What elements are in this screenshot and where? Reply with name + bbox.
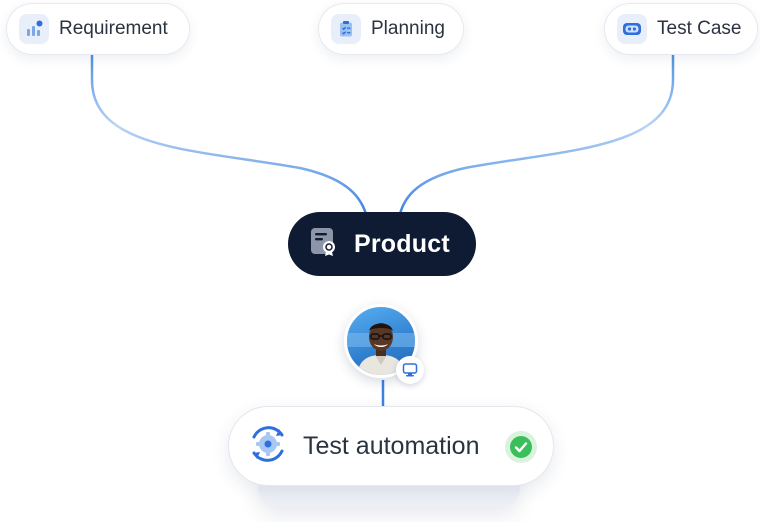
planning-label: Planning <box>371 18 445 39</box>
requirement-label: Requirement <box>59 18 168 39</box>
requirement-node[interactable]: Requirement <box>6 3 190 55</box>
check-icon <box>505 431 537 463</box>
test-case-label: Test Case <box>657 18 742 39</box>
assignee[interactable] <box>344 304 424 384</box>
certificate-document-icon <box>310 227 338 262</box>
monitor-icon <box>396 356 424 384</box>
bar-chart-icon <box>19 14 49 44</box>
product-label: Product <box>354 229 450 258</box>
gear-sync-icon <box>245 421 291 472</box>
product-node[interactable]: Product <box>288 212 476 276</box>
test-case-node[interactable]: Test Case <box>604 3 758 55</box>
connector-test-case <box>398 54 675 215</box>
test-automation-node[interactable]: Test automation <box>228 406 554 486</box>
planning-node[interactable]: Planning <box>318 3 464 55</box>
clipboard-checklist-icon <box>331 14 361 44</box>
test-automation-label: Test automation <box>303 431 480 460</box>
connector-requirement <box>90 54 368 215</box>
robot-icon <box>617 14 647 44</box>
